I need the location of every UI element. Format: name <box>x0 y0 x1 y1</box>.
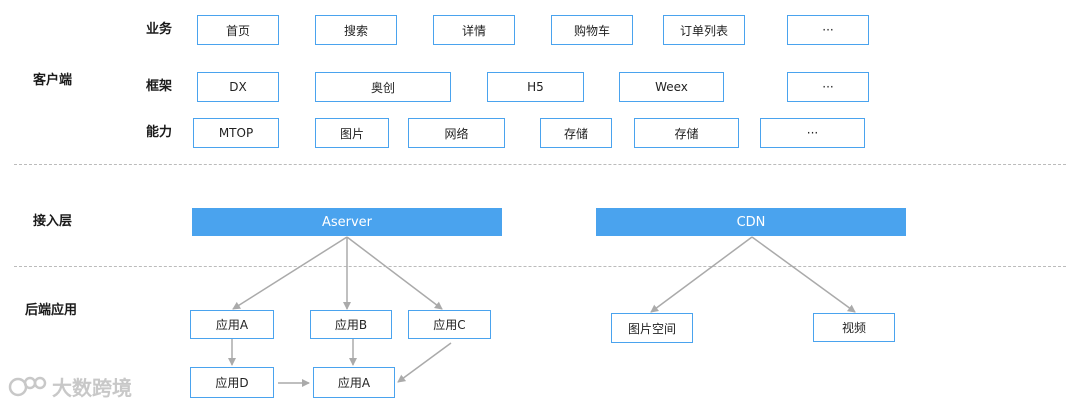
backend-box-app-a: 应用A <box>190 310 274 339</box>
divider-access-backend <box>14 266 1066 267</box>
business-box-cart: 购物车 <box>551 15 633 45</box>
watermark-logo-icon <box>8 376 47 396</box>
framework-box-more: ··· <box>787 72 869 102</box>
arrow-aserver-to-app-a <box>232 236 348 310</box>
framework-box-weex: Weex <box>619 72 724 102</box>
arrow-cdn-to-video <box>751 236 856 313</box>
business-box-order-list: 订单列表 <box>663 15 745 45</box>
backend-box-video: 视频 <box>813 313 895 342</box>
capability-box-image: 图片 <box>315 118 389 148</box>
capability-box-network: 网络 <box>408 118 505 148</box>
capability-box-storage: 存储 <box>540 118 612 148</box>
business-box-search: 搜索 <box>315 15 397 45</box>
capability-box-more: ··· <box>760 118 865 148</box>
backend-box-app-c: 应用C <box>408 310 491 339</box>
backend-box-image-space: 图片空间 <box>611 313 693 343</box>
divider-client-access <box>14 164 1066 165</box>
framework-box-aochuang: 奥创 <box>315 72 451 102</box>
row-label-capability: 能力 <box>146 125 173 140</box>
capability-box-mtop: MTOP <box>193 118 279 148</box>
arrow-app-c-to-app-a2 <box>397 342 452 383</box>
row-label-business: 业务 <box>146 22 173 37</box>
watermark-text: 大数跨境 <box>52 376 132 400</box>
access-bar-aserver: Aserver <box>192 208 502 236</box>
arrow-cdn-to-image-space <box>650 236 753 313</box>
framework-box-h5: H5 <box>487 72 584 102</box>
business-box-home: 首页 <box>197 15 279 45</box>
access-bar-cdn: CDN <box>596 208 906 236</box>
section-label-client: 客户端 <box>33 73 73 88</box>
business-box-more: ··· <box>787 15 869 45</box>
business-box-detail: 详情 <box>433 15 515 45</box>
backend-box-app-b: 应用B <box>310 310 392 339</box>
backend-box-app-d: 应用D <box>190 367 274 398</box>
framework-box-dx: DX <box>197 72 279 102</box>
section-label-access: 接入层 <box>33 214 73 229</box>
row-label-framework: 框架 <box>146 79 173 94</box>
capability-box-storage-2: 存储 <box>634 118 739 148</box>
arrow-aserver-to-app-c <box>346 236 443 310</box>
backend-box-app-a-2: 应用A <box>313 367 395 398</box>
watermark: 大数跨境 <box>8 372 132 401</box>
section-label-backend: 后端应用 <box>25 303 78 318</box>
